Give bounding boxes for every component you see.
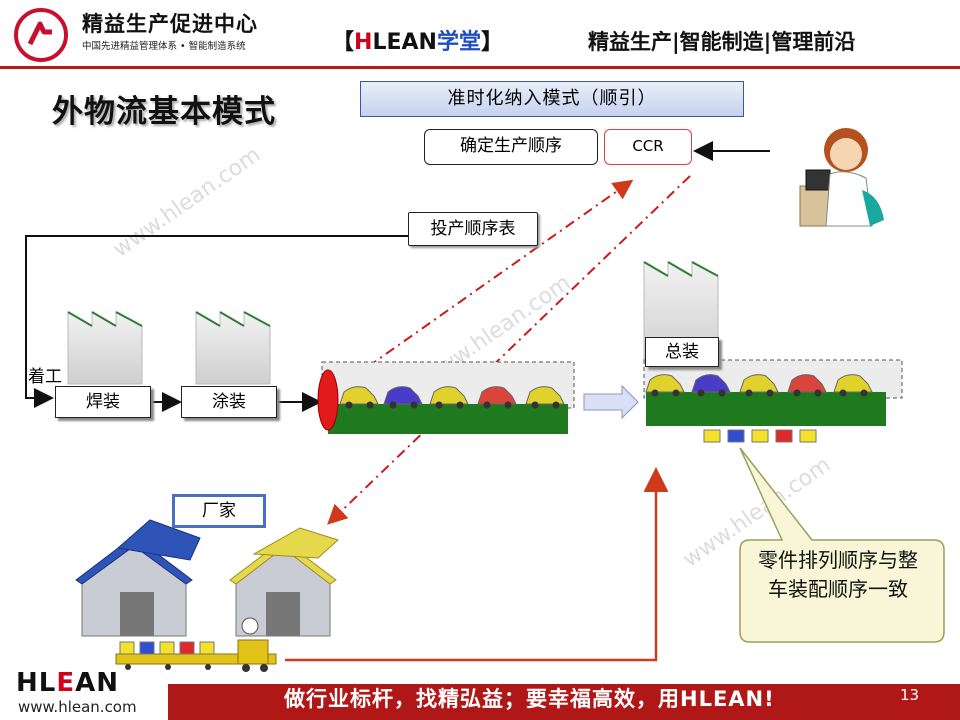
- header-slogan: 精益生产|智能制造|管理前沿: [588, 30, 856, 54]
- callout-bubble: [739, 447, 945, 643]
- delivery-route-arrow: [285, 467, 669, 662]
- ccr-box: CCR: [604, 129, 692, 165]
- header-divider: [0, 66, 960, 69]
- tag-lean: LEAN: [372, 30, 437, 55]
- page-number: 13: [900, 686, 920, 704]
- painted-body-line: [317, 361, 575, 434]
- brand-subtitle: 中国先进精益管理体系 • 智能制造系统: [82, 41, 246, 52]
- footer-logo-e: E: [56, 668, 76, 698]
- signal-line-to-supplier: [327, 175, 691, 525]
- welding-box: 焊装: [55, 386, 151, 418]
- brand-name: 精益生产促进中心: [82, 12, 258, 36]
- weld-factory-icon: [67, 311, 143, 385]
- final-assembly-box: 总装: [645, 337, 719, 367]
- painting-box: 涂装: [181, 386, 277, 418]
- callout-text: 零件排列顺序与整车装配顺序一致: [758, 548, 918, 601]
- paint-factory-icon: [195, 311, 271, 385]
- page-title: 外物流基本模式: [52, 94, 276, 130]
- footer-logo-l: L: [38, 668, 57, 698]
- operator-at-computer-icon: [799, 128, 884, 227]
- car-queue-painted: [339, 386, 565, 409]
- delivery-cart-icon: [115, 617, 277, 672]
- footer-url: www.hlean.com: [18, 698, 137, 716]
- bracket-right: 】: [480, 30, 503, 55]
- bracket-left: 【: [332, 30, 355, 55]
- determine-sequence-box: 确定生产顺序: [424, 129, 598, 165]
- signal-line-to-ccr: [331, 179, 634, 393]
- logo-mark-icon: [27, 21, 52, 46]
- footer-slogan: 做行业标杆，找精弘益；要幸福高效，用HLEAN!: [284, 687, 775, 711]
- final-assembly-line: [643, 359, 903, 426]
- supplier-box: 厂家: [172, 494, 266, 528]
- hlean-school-tag: 【HLEAN学堂】: [332, 24, 503, 56]
- supplier-warehouse-yellow-icon: [229, 527, 339, 637]
- transfer-block-arrow: [583, 384, 639, 420]
- kaigong-label: 着工: [28, 367, 62, 387]
- footer-bar: [168, 684, 960, 720]
- logo-ring: [14, 8, 68, 62]
- mode-banner: 准时化纳入模式（顺引）: [360, 81, 744, 117]
- parts-bins-final: [703, 429, 817, 443]
- footer-logo: HLEAN: [16, 668, 119, 698]
- tag-h: H: [354, 30, 373, 55]
- footer-logo-an: AN: [75, 668, 119, 698]
- tag-school: 学堂: [436, 30, 481, 55]
- footer-logo-h: H: [16, 668, 39, 698]
- supplier-warehouse-blue-icon: [75, 519, 201, 637]
- production-schedule-box: 投产顺序表: [408, 212, 538, 246]
- schedule-feedback-line: [25, 235, 410, 408]
